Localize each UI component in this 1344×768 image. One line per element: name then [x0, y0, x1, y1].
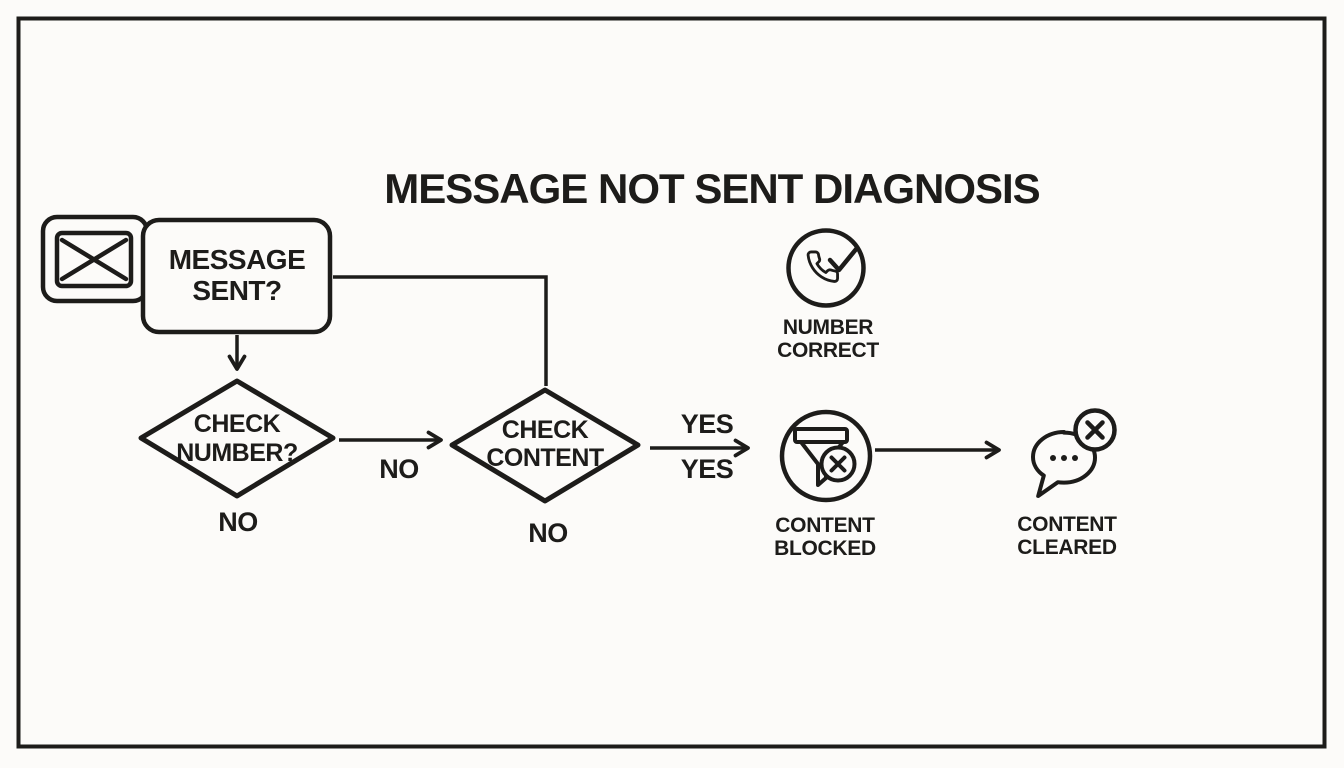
caption-content-cleared-line1: CONTENT — [1017, 513, 1117, 536]
label-yes-above: YES — [681, 409, 734, 439]
check-number-label-line1: CHECK — [194, 410, 281, 438]
check-number-label-line2: NUMBER? — [176, 439, 298, 467]
chat-dismissed-icon — [1031, 408, 1117, 498]
caption-content-cleared-line2: CLEARED — [1017, 536, 1117, 559]
filter-blocked-icon — [779, 409, 873, 503]
check-content-label-line2: CONTENT — [486, 444, 604, 472]
check-content-diamond — [449, 387, 641, 504]
phone-check-icon — [786, 228, 866, 308]
label-no-between-diamonds: NO — [379, 454, 419, 484]
caption-content-blocked-line1: CONTENT — [775, 514, 875, 537]
message-sent-label-line1: MESSAGE — [169, 244, 306, 275]
envelope-icon — [54, 230, 134, 289]
label-no-below-check-content: NO — [528, 518, 568, 548]
diagram-title: MESSAGE NOT SENT DIAGNOSIS — [384, 165, 1039, 212]
message-sent-label-line2: SENT? — [192, 275, 281, 306]
check-number-diamond — [138, 378, 336, 499]
page-border — [16, 16, 1327, 749]
check-content-label-line1: CHECK — [502, 416, 589, 444]
label-yes-below: YES — [681, 454, 734, 484]
caption-number-correct-line2: CORRECT — [777, 339, 879, 362]
label-no-below-check-number: NO — [218, 507, 258, 537]
caption-content-blocked-line2: BLOCKED — [774, 537, 876, 560]
caption-number-correct-line1: NUMBER — [783, 316, 873, 339]
message-sent-box — [140, 217, 333, 335]
connector-start-to-check-content — [333, 275, 548, 386]
